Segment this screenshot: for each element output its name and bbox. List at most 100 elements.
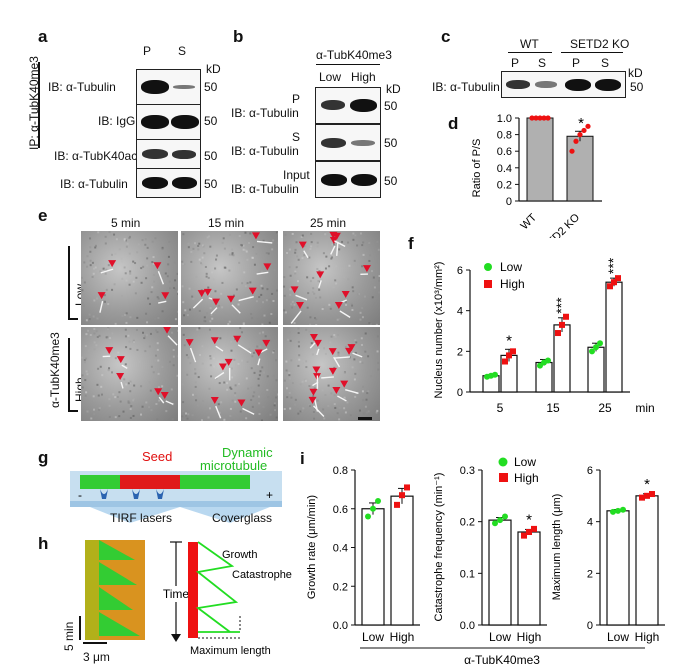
y-tick-label: 0 xyxy=(457,387,463,399)
time-label-bg xyxy=(164,586,188,602)
data-point xyxy=(541,115,547,121)
micrograph xyxy=(283,231,380,325)
x-tick-label: Low xyxy=(607,630,629,644)
data-point xyxy=(394,501,400,508)
mw-marker: 50 xyxy=(204,114,218,128)
lane-label: P xyxy=(143,44,152,58)
mt-dynamic xyxy=(180,475,250,489)
data-point xyxy=(585,123,591,129)
bar-low xyxy=(587,346,605,393)
y-tick-label: 0.8 xyxy=(333,465,348,477)
row-label: IB: IgG xyxy=(98,114,136,128)
mw-marker: 50 xyxy=(204,149,218,163)
data-point xyxy=(370,505,376,512)
dynamic-label: Dynamic xyxy=(222,445,273,460)
data-point xyxy=(615,275,621,282)
y-tick-label: 0 xyxy=(587,620,593,632)
data-point xyxy=(559,321,565,328)
group-label: SETD2 KO xyxy=(570,37,630,51)
laser-beam xyxy=(180,507,270,523)
data-point xyxy=(639,494,645,501)
y-tick-label: 6 xyxy=(457,265,463,277)
data-point xyxy=(365,513,371,520)
data-point xyxy=(611,279,617,286)
lane-label: P xyxy=(511,56,520,70)
length-scale-bar xyxy=(83,642,107,644)
x-tick-label: SETD2 KO xyxy=(535,211,582,238)
panel-letter: c xyxy=(441,27,451,46)
coverglass-label: Coverglass xyxy=(212,511,272,525)
data-point xyxy=(510,348,516,355)
time-label: Time xyxy=(163,587,190,601)
data-point xyxy=(492,371,498,378)
bar xyxy=(635,495,659,626)
time-scale-bar xyxy=(79,616,81,640)
x-tick-label: 5 xyxy=(497,401,504,415)
data-point xyxy=(545,115,551,121)
catastrophe-label: Catastrophe xyxy=(232,569,292,581)
lane-label: S xyxy=(538,56,547,70)
x-tick-label: Low xyxy=(489,630,511,644)
time-arrow xyxy=(171,634,181,642)
time-label: 25 min xyxy=(310,216,347,230)
bar xyxy=(517,531,541,626)
y-tick-label: 2 xyxy=(457,346,463,358)
data-point xyxy=(506,352,512,359)
y-tick-label: 0.6 xyxy=(333,504,348,516)
blot-strip xyxy=(136,168,201,198)
data-point xyxy=(607,283,613,290)
row-label: IB: α-Tubulin xyxy=(432,80,500,94)
y-tick-label: 0 xyxy=(506,196,512,208)
panel-letter: h xyxy=(38,534,49,553)
mw-marker: 50 xyxy=(384,174,398,188)
y-tick-label: 0.0 xyxy=(333,620,348,632)
data-point xyxy=(526,529,532,535)
group-label: α-TubK40me3 xyxy=(464,653,540,667)
row-label: IB: α-TubK40ac xyxy=(54,149,138,163)
y-tick-label: 0.6 xyxy=(497,146,512,158)
y-tick-label: 0.8 xyxy=(497,130,512,142)
data-point xyxy=(597,340,603,347)
data-point xyxy=(497,517,503,524)
blot-strip xyxy=(136,104,201,140)
kymograph-schematic: Time Growth Catastrophe Maximum length xyxy=(163,541,292,657)
row-label: IB: α-Tubulin xyxy=(231,182,299,196)
y-tick-label: 4 xyxy=(587,517,593,529)
y-tick-label: 4 xyxy=(457,306,463,318)
mw-marker: 50 xyxy=(204,80,218,94)
micrograph xyxy=(283,327,380,421)
data-point xyxy=(644,492,650,499)
plus-end: + xyxy=(266,488,273,502)
y-axis-label: Catastrophe frequency (min⁻¹) xyxy=(433,473,445,622)
micrograph xyxy=(181,231,278,325)
group-label: WT xyxy=(520,37,539,51)
bar xyxy=(361,508,385,626)
data-point xyxy=(529,115,535,121)
significance-star: *** xyxy=(605,257,621,274)
mt-minus-segment xyxy=(80,475,120,489)
bracket xyxy=(68,338,70,410)
panel-letter: f xyxy=(408,234,414,253)
data-point xyxy=(577,132,583,138)
row-label: Input xyxy=(283,168,310,182)
blot-strip xyxy=(315,124,381,161)
bracket xyxy=(68,318,78,320)
y-axis-label: Ratio of P/S xyxy=(471,139,483,198)
time-scale-label: 5 min xyxy=(62,621,76,651)
significance-star: * xyxy=(644,476,650,493)
data-point xyxy=(545,357,551,364)
y-tick-label: 0.4 xyxy=(497,163,512,175)
blot-strip xyxy=(315,161,381,198)
y-tick-label: 0.1 xyxy=(460,568,475,580)
data-point xyxy=(589,348,595,355)
growth-label: Growth xyxy=(222,549,257,561)
panel-letter: d xyxy=(448,114,459,133)
data-point xyxy=(399,492,405,499)
legend-swatch-low xyxy=(484,263,492,271)
bar-setd2-ko xyxy=(566,135,594,202)
minus-end: - xyxy=(78,488,82,502)
micrograph xyxy=(81,231,178,325)
data-point xyxy=(620,506,626,513)
panel-letter: b xyxy=(233,27,244,46)
